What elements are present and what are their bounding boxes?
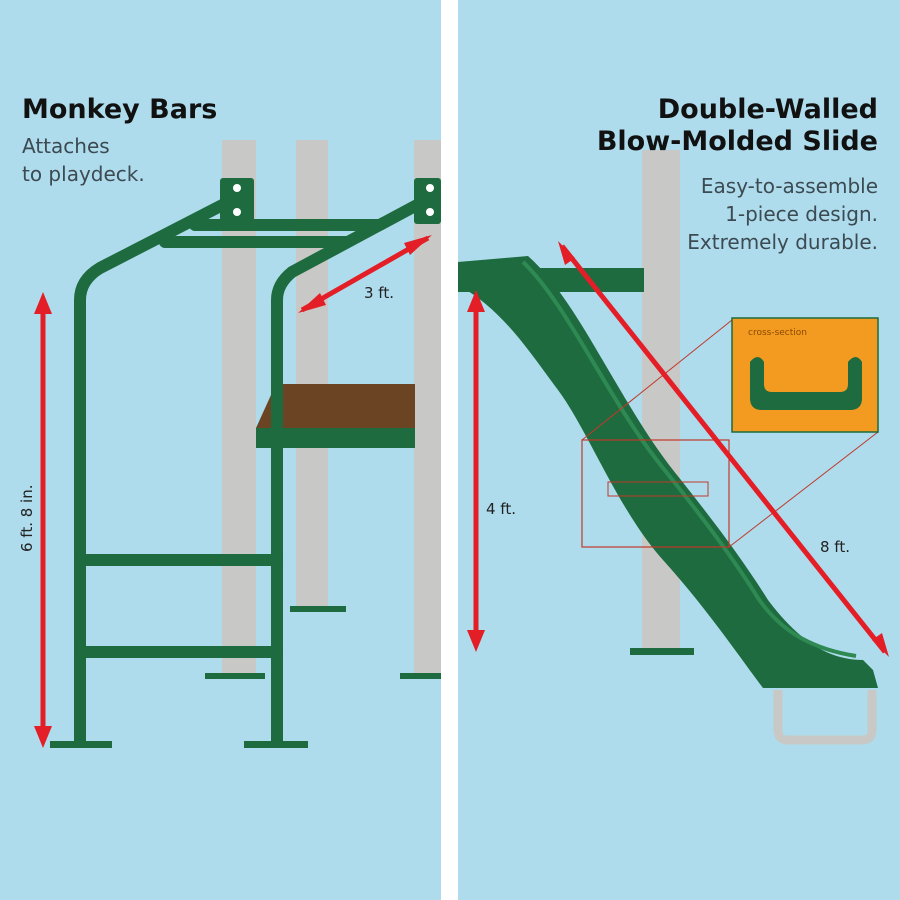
pole-foot [205,673,265,679]
cross-section-label: cross-section [748,328,807,338]
frame-foot [244,741,308,748]
callout-line [728,431,879,548]
pole-foot [630,648,694,655]
slide-length-arrow [560,244,887,654]
slide-support-pole [642,150,680,650]
monkey-bars-title: Monkey Bars [22,94,218,125]
monkey-bars-illustration [34,140,441,748]
cross-section-profile [750,357,862,410]
monkey-bars-frame [74,192,436,748]
callout-line [581,319,733,441]
slide-highlight [521,260,857,658]
panel-divider [441,0,458,900]
pole-foot [290,606,346,612]
slide-description: Easy-to-assemble 1-piece design. Extreme… [687,172,878,256]
description-line: Easy-to-assemble [700,174,878,198]
playdeck-edge [256,428,415,448]
width-dimension-label: 3 ft. [364,284,394,302]
description-line: to playdeck. [22,162,145,186]
pole-foot [400,673,441,679]
slide-leg [773,690,877,745]
monkey-bars-panel: Monkey Bars Attaches to playdeck. 3 ft. … [0,0,441,900]
playdeck-pole [414,140,441,675]
slide-title: Double-Walled Blow-Molded Slide [597,94,878,158]
description-line: Extremely durable. [687,230,878,254]
slide-height-label: 4 ft. [486,500,516,518]
width-dimension-arrow [300,235,430,313]
description-line: 1-piece design. [725,202,878,226]
cross-section-marker-inner [607,481,709,497]
slide-length-label: 8 ft. [820,538,850,556]
description-line: Attaches [22,134,110,158]
frame-foot [50,741,112,748]
height-dimension-label: 6 ft. 8 in. [18,484,36,553]
monkey-bars-description: Attaches to playdeck. [22,132,145,188]
slide-title-line: Double-Walled [657,94,878,125]
playdeck-surface [256,384,415,428]
slide-title-line: Blow-Molded Slide [596,126,878,157]
slide-panel: Double-Walled Blow-Molded Slide Easy-to-… [458,0,900,900]
cross-section-marker [581,439,730,548]
playdeck-pole [296,140,328,608]
slide-illustration [458,150,889,745]
